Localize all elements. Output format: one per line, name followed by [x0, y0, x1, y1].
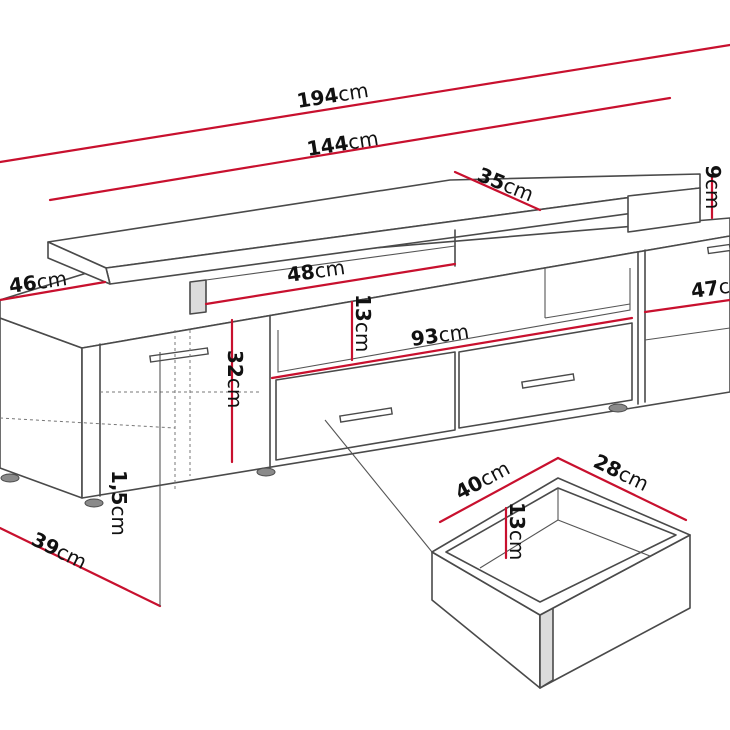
dim-line-194: [0, 43, 730, 164]
label-drawer-height: 13cm: [505, 502, 529, 560]
foot-1: [0, 473, 20, 483]
drawer-front-edge: [539, 607, 554, 689]
drawer-leader-line: [324, 419, 433, 553]
right-shelf-line: [644, 327, 730, 341]
dim-line-39: [0, 526, 162, 608]
dim-line-144: [48, 96, 672, 202]
dim-line-93: [270, 316, 634, 380]
drawer-front-left: [275, 351, 456, 461]
dim-line-35: [453, 170, 542, 212]
dim-line-28: [556, 456, 688, 522]
dim-line-46: [0, 280, 107, 302]
label-total-width: 194cm: [295, 78, 370, 113]
foot-3: [256, 467, 276, 477]
cabinet-handle-left[interactable]: [149, 347, 209, 363]
drawer-handle-right[interactable]: [521, 373, 575, 389]
drawer-front-right: [458, 322, 633, 429]
label-foot-height: 1,5cm: [107, 470, 131, 536]
niche-floor: [544, 303, 631, 319]
drawer-inner-floor-1: [479, 519, 559, 569]
label-cabinet-height: 32cm: [223, 350, 247, 408]
label-niche-height: 13cm: [351, 294, 375, 352]
drawer-detail: [324, 419, 691, 689]
dim-line-48: [204, 262, 457, 306]
foot-2: [84, 498, 104, 508]
drawer-handle-left[interactable]: [339, 407, 393, 423]
upper-shelf-support-left: [189, 279, 207, 315]
foot-4: [608, 403, 628, 413]
upper-shelf-support-right: [627, 187, 701, 233]
dim-line-40: [438, 456, 560, 524]
left-cabinet-front: [0, 317, 83, 499]
label-base-depth: 39cm: [28, 527, 91, 574]
dim-line-47: [643, 298, 730, 314]
tv-stand-body: [0, 173, 730, 508]
label-side-depth: 46cm: [7, 266, 68, 298]
drawer-inner-floor-2: [557, 519, 651, 557]
hidden-shelf-1: [0, 417, 176, 429]
dimension-lines: [0, 43, 730, 608]
label-shelf-width: 48cm: [285, 255, 346, 287]
label-drawer-section-width: 93cm: [409, 319, 470, 351]
label-upper-width: 144cm: [305, 126, 380, 161]
niche-inner: [277, 268, 631, 373]
upper-shelf-back-edge: [205, 245, 456, 281]
label-upper-height: 9cm: [701, 165, 725, 209]
label-drawer-width: 40cm: [451, 456, 514, 505]
upper-shelf-left-side: [47, 241, 111, 285]
drawer-inner: [445, 487, 677, 603]
label-side-depth-right: 47cm: [689, 271, 730, 303]
